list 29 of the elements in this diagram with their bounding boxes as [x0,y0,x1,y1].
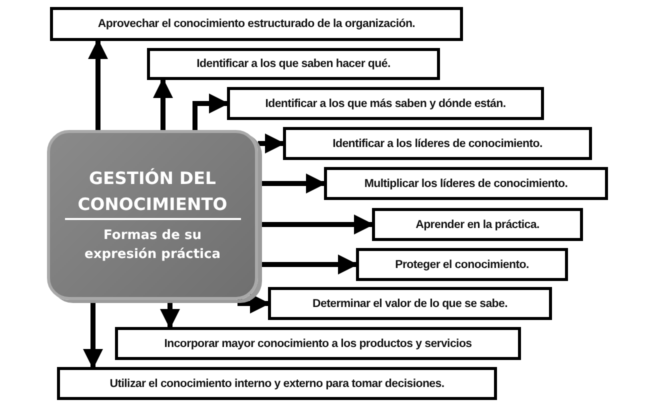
text-box [57,367,497,400]
text-box [283,127,592,160]
text-box [147,48,440,80]
text-box [372,208,583,241]
box-label: Incorporar mayor conocimiento a los productos y servicios [164,338,472,350]
arrow [83,300,103,369]
text-box [324,167,608,200]
heading-text: GESTIÓN DEL CONOCIMIENTO [76,167,228,217]
text-box [50,7,463,41]
text-box [268,287,552,320]
text-box [356,248,568,281]
arrow [192,94,229,130]
box-label: Proteger el conocimiento. [395,258,529,270]
arrow [88,39,108,130]
box-label: Utilizar el conocimiento interno y externo para tomar decisiones. [110,378,444,390]
arrow [258,134,285,154]
text-box [227,87,544,120]
arrow [160,300,180,329]
subheading-text: Formas de su expresión práctica [84,227,222,264]
box-label: Identificar a los que saben hacer qué. [196,58,390,70]
arrow [153,78,173,130]
box-label: Aprovechar el conocimiento estructurado de la organización. [98,18,416,30]
box-label: Determinar el valor de lo que se sabe. [312,298,508,310]
box-label: Identificar a los que más saben y dónde están. [265,98,506,110]
box-label: Multiplicar los líderes de conocimiento. [364,178,568,190]
text-box [115,327,521,360]
box-label: Aprender en la práctica. [416,218,540,230]
box-label: Identificar a los líderes de conocimiento. [332,138,542,150]
arrow [238,294,270,314]
